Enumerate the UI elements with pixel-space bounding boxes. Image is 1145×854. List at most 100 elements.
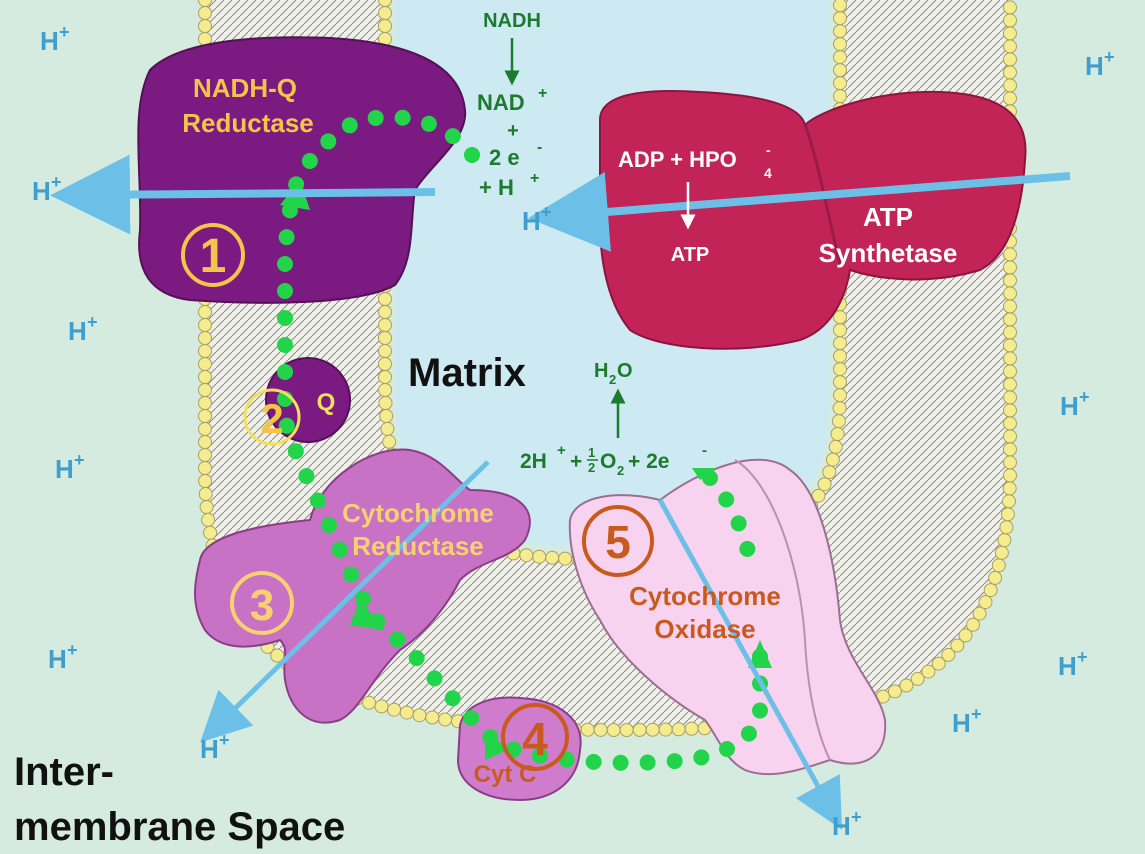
- lipid-head: [520, 549, 533, 562]
- lipid-head: [1004, 40, 1017, 53]
- proton-charge: +: [1104, 47, 1115, 67]
- lipid-head: [1004, 430, 1017, 443]
- lipid-head: [834, 38, 847, 51]
- proton-charge: +: [87, 312, 98, 332]
- lipid-head: [439, 713, 452, 726]
- lipid-head: [1001, 508, 1014, 521]
- water-subscript: 2: [609, 372, 616, 387]
- lipid-head: [1004, 287, 1017, 300]
- lipid-head: [379, 345, 392, 358]
- lipid-head: [831, 428, 844, 441]
- proton-charge: +: [67, 640, 78, 660]
- lipid-head: [833, 402, 846, 415]
- lipid-head: [199, 345, 212, 358]
- complex5-name-line2: Oxidase: [654, 614, 755, 644]
- proton-charge: +: [1077, 647, 1088, 667]
- lipid-head: [379, 397, 392, 410]
- lipid-head: [383, 435, 396, 448]
- lipid-head: [379, 306, 392, 319]
- svg-text:1: 1: [588, 445, 595, 460]
- lipid-head: [1004, 352, 1017, 365]
- intermembrane-label-line1: Inter-: [14, 750, 114, 794]
- proton-charge: +: [851, 807, 862, 827]
- lipid-head: [834, 90, 847, 103]
- lipid-head: [199, 20, 212, 33]
- complex1-name-line2: Reductase: [182, 108, 314, 138]
- lipid-head: [992, 559, 1005, 572]
- lipid-head: [199, 462, 212, 475]
- lipid-head: [1004, 27, 1017, 40]
- lipid-head: [834, 77, 847, 90]
- cytc-number: 4: [522, 713, 548, 765]
- lipid-head: [546, 551, 559, 564]
- proton-charge: +: [59, 22, 70, 42]
- lipid-head: [379, 358, 392, 371]
- lipid-head: [533, 550, 546, 563]
- complex3-number: 3: [250, 581, 274, 630]
- lipid-head: [199, 410, 212, 423]
- proton-charge: +: [74, 450, 85, 470]
- svg-text:O: O: [600, 450, 616, 473]
- lipid-head: [979, 596, 992, 609]
- complex1-number: 1: [200, 230, 227, 283]
- lipid-head: [1004, 66, 1017, 79]
- cytc-name: Cyt C: [474, 761, 537, 788]
- lipid-head: [379, 332, 392, 345]
- svg-text:2: 2: [588, 460, 595, 475]
- complex3-name-line2: Reductase: [352, 531, 484, 561]
- lipid-head: [1004, 391, 1017, 404]
- lipid-head: [594, 723, 607, 736]
- svg-text:+ H: + H: [479, 175, 514, 200]
- lipid-head: [834, 64, 847, 77]
- lipid-head: [400, 706, 413, 719]
- atp-synthetase-name-line1: ATP: [863, 202, 913, 232]
- lipid-head: [1004, 456, 1017, 469]
- reaction-plus: +: [507, 120, 519, 142]
- proton-label: H: [32, 176, 51, 206]
- lipid-head: [834, 350, 847, 363]
- lipid-head: [1004, 443, 1017, 456]
- lipid-head: [581, 723, 594, 736]
- lipid-head: [1004, 365, 1017, 378]
- lipid-head: [199, 475, 212, 488]
- lipid-head: [379, 7, 392, 20]
- lipid-head: [199, 488, 212, 501]
- lipid-head: [199, 332, 212, 345]
- lipid-head: [363, 696, 376, 709]
- lipid-head: [199, 423, 212, 436]
- lipid-head: [379, 319, 392, 332]
- proton-label: H: [48, 644, 67, 674]
- complex1-name-line1: NADH-Q: [193, 73, 297, 103]
- atp-product-label: ATP: [671, 244, 710, 266]
- lipid-head: [818, 478, 831, 491]
- proton-label: H: [55, 454, 74, 484]
- lipid-head: [413, 709, 426, 722]
- matrix-label: Matrix: [408, 351, 526, 395]
- lipid-head: [200, 501, 213, 514]
- lipid-head: [633, 723, 646, 736]
- lipid-head: [199, 306, 212, 319]
- lipid-head: [995, 546, 1008, 559]
- lipid-head: [826, 453, 839, 466]
- proton-charge: +: [51, 172, 62, 192]
- lipid-head: [834, 12, 847, 25]
- nad-plus-superscript: +: [538, 85, 547, 102]
- proton-label: H: [40, 26, 59, 56]
- lipid-head: [202, 513, 215, 526]
- plus-h-superscript: +: [530, 170, 539, 187]
- lipid-head: [620, 724, 633, 737]
- complex5-number: 5: [605, 516, 631, 568]
- proton-label: H: [68, 316, 87, 346]
- lipid-head: [834, 363, 847, 376]
- lipid-head: [379, 371, 392, 384]
- water-o: O: [617, 360, 633, 382]
- lipid-head: [379, 384, 392, 397]
- proton-label: H: [200, 734, 219, 764]
- lipid-head: [199, 7, 212, 20]
- lipid-head: [559, 552, 572, 565]
- lipid-head: [199, 397, 212, 410]
- lipid-head: [685, 722, 698, 735]
- lipid-head: [888, 685, 901, 698]
- intermembrane-label-line2: membrane Space: [14, 805, 345, 849]
